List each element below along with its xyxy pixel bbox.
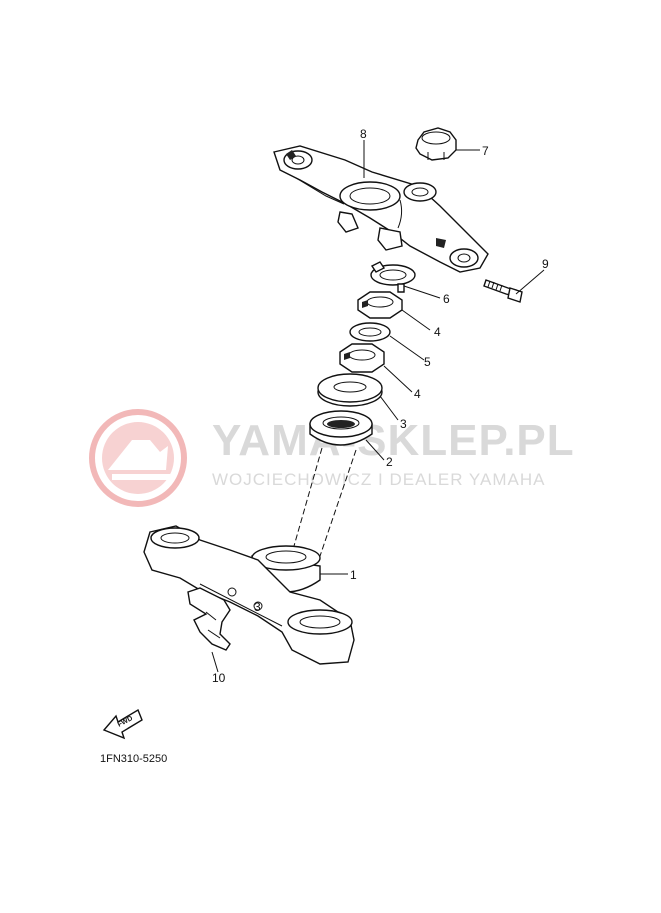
leader-lines [211,140,545,673]
callout-2: 2 [386,455,393,469]
part-2-upper-bearing [309,410,373,446]
callout-7: 7 [482,144,489,158]
fwd-arrow-icon: FWD [102,708,143,740]
watermark-title: YAMA-SKLEP.PL [212,416,575,465]
part-3-dust-seal-upper [317,373,383,407]
callout-8: 8 [360,127,367,141]
callout-4b: 4 [414,387,421,401]
watermark-logo [89,409,187,507]
callout-4a: 4 [434,325,441,339]
part-9-bolt [483,279,523,303]
watermark: YAMA-SKLEP.PL WOJCIECHOWICZ I DEALER YAM… [89,409,575,507]
callout-9: 9 [542,257,549,271]
part-3-under-bracket [143,525,355,665]
callout-1: 1 [350,568,357,582]
part-4-ring-nut-upper [357,291,403,319]
part-7-cap-nut [415,127,457,161]
part-10-hose-holder [187,587,231,651]
callout-6: 6 [443,292,450,306]
callout-10: 10 [212,671,226,685]
callout-3b: 3 [254,600,261,614]
callout-5: 5 [424,355,431,369]
steering-stem [289,447,357,563]
watermark-subtitle: WOJCIECHOWICZ I DEALER YAMAHA [212,470,545,489]
diagram-code: 1FN310-5250 [100,753,167,765]
part-8-upper-bracket [273,145,489,273]
part-5-rubber-washer [349,322,391,342]
part-6-lock-washer [370,261,416,293]
callout-3a: 3 [400,417,407,431]
callouts: 8 7 9 6 4 5 4 3 2 1 3 10 [212,127,549,685]
part-4-ring-nut-lower [339,343,385,373]
